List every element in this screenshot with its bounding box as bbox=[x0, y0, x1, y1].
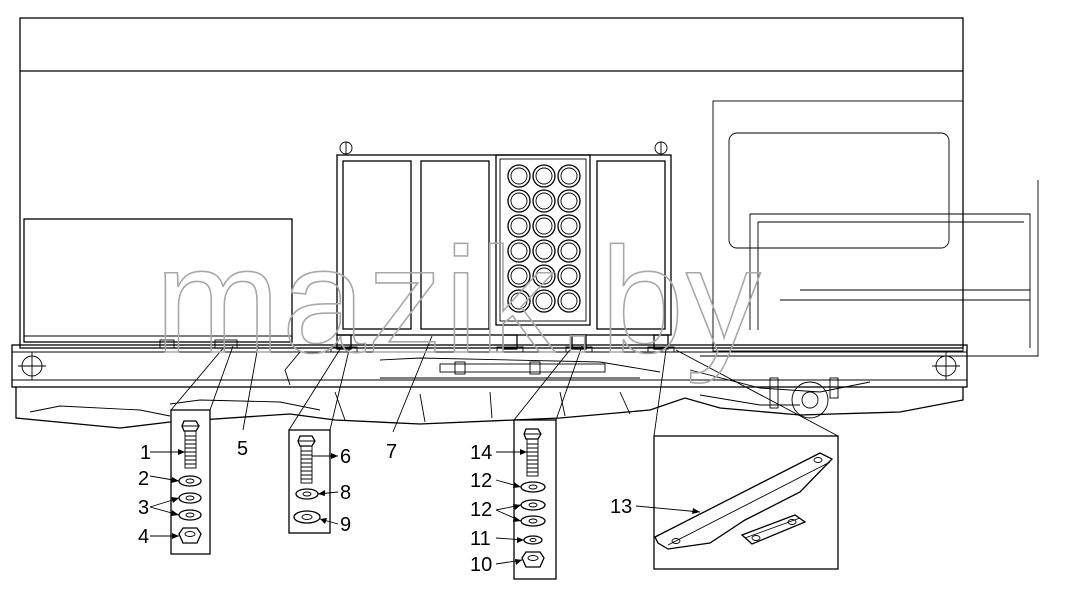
cylinder-rim bbox=[510, 217, 528, 235]
cylinder-top bbox=[557, 264, 581, 288]
cylinder-top bbox=[507, 239, 531, 263]
cylinder-top bbox=[532, 164, 556, 188]
cylinder-top bbox=[507, 164, 531, 188]
callout-labels: 1 2 3 4 5 6 7 8 9 14 12 12 11 10 13 bbox=[138, 438, 632, 576]
cylinder-rim bbox=[535, 242, 553, 260]
watermark: mazik.by bbox=[155, 216, 763, 384]
detail-3 bbox=[513, 345, 583, 580]
cylinder-rim bbox=[535, 267, 553, 285]
cylinder-top bbox=[532, 214, 556, 238]
cylinder-top bbox=[557, 214, 581, 238]
cylinder-top bbox=[557, 189, 581, 213]
cylinder-rim bbox=[510, 292, 528, 310]
cylinder-top bbox=[507, 264, 531, 288]
cylinder-rim bbox=[535, 292, 553, 310]
cylinder-rim bbox=[510, 242, 528, 260]
callout-9: 9 bbox=[340, 514, 351, 536]
callout-4: 4 bbox=[138, 526, 149, 548]
callout-10: 10 bbox=[470, 554, 492, 576]
detail-2 bbox=[288, 345, 351, 534]
callout-14: 14 bbox=[470, 442, 492, 464]
callout-2: 2 bbox=[138, 468, 149, 490]
left-box bbox=[23, 218, 293, 349]
detail-4 bbox=[653, 349, 839, 570]
cylinder-top bbox=[557, 239, 581, 263]
detail-1 bbox=[170, 345, 234, 555]
cylinder-rim bbox=[560, 242, 578, 260]
cylinder-top bbox=[532, 239, 556, 263]
callout-8: 8 bbox=[340, 482, 351, 504]
callout-13: 13 bbox=[610, 496, 632, 518]
underframe bbox=[284, 351, 871, 419]
cylinder-top bbox=[557, 164, 581, 188]
cylinder-rim bbox=[510, 192, 528, 210]
cylinder-rim bbox=[535, 192, 553, 210]
cylinder-rim bbox=[560, 267, 578, 285]
cylinder-top bbox=[532, 189, 556, 213]
callout-3: 3 bbox=[138, 497, 149, 519]
cylinder-top bbox=[507, 189, 531, 213]
mount-feet bbox=[330, 334, 675, 353]
callout-12b: 12 bbox=[470, 499, 492, 521]
cylinder-rim bbox=[510, 267, 528, 285]
callout-11: 11 bbox=[470, 528, 491, 550]
cylinder-rim bbox=[535, 167, 553, 185]
leader-arrows bbox=[171, 449, 700, 565]
cylinder-rim bbox=[510, 167, 528, 185]
callout-5: 5 bbox=[237, 438, 248, 460]
cylinder-top bbox=[557, 289, 581, 313]
callout-7: 7 bbox=[386, 441, 397, 463]
callout-12a: 12 bbox=[470, 470, 492, 492]
cylinder-rim bbox=[560, 192, 578, 210]
callout-1: 1 bbox=[140, 442, 151, 464]
cylinder-top bbox=[532, 289, 556, 313]
cylinder-top bbox=[507, 214, 531, 238]
callout-6: 6 bbox=[340, 446, 351, 468]
cylinder-grid bbox=[507, 164, 581, 313]
cylinder-rim bbox=[560, 217, 578, 235]
cylinder-rim bbox=[560, 167, 578, 185]
cylinder-rim bbox=[560, 292, 578, 310]
tool-box bbox=[336, 141, 672, 336]
cylinder-top bbox=[532, 264, 556, 288]
cylinder-rim bbox=[535, 217, 553, 235]
frame bbox=[11, 344, 968, 429]
cylinder-top bbox=[507, 289, 531, 313]
right-structure bbox=[700, 100, 1039, 357]
